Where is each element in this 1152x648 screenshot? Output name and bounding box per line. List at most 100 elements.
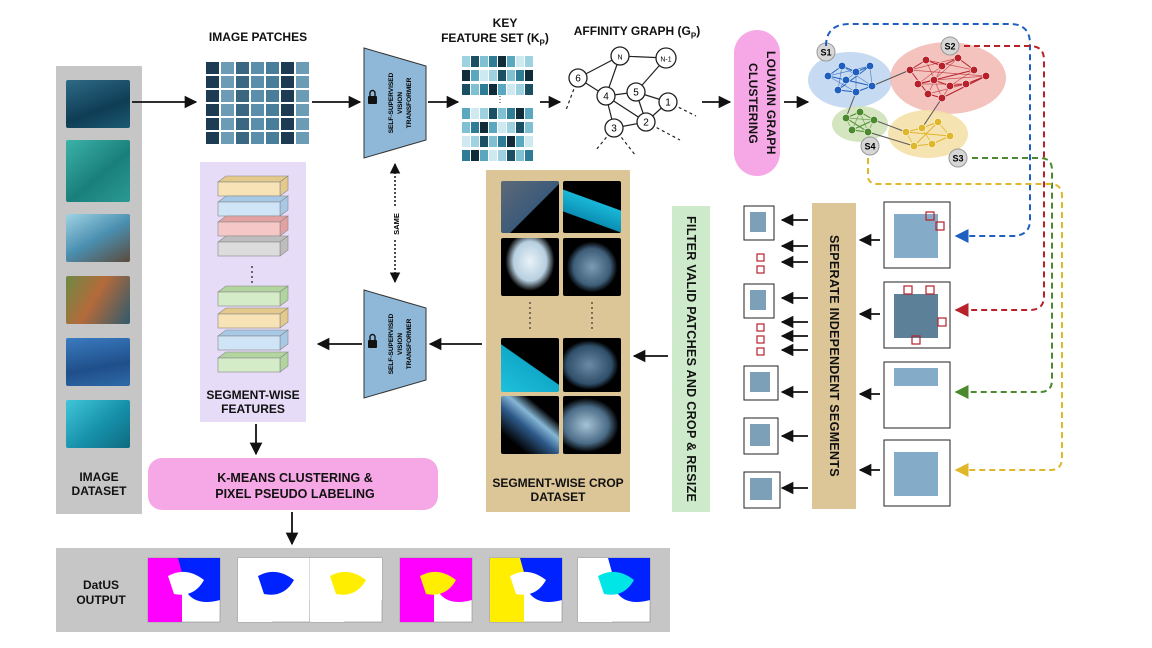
filter-label: FILTER VALID PATCHES AND CROP & RESIZE [684,215,698,503]
segment-edge [917,65,943,85]
image-patch [251,62,264,74]
segment-badge [948,148,968,168]
crop-tile-1 [501,181,559,233]
segment-graph [808,42,1006,158]
segment-edge [905,131,951,137]
graph-node-label: 6 [575,74,581,85]
graph-node-label: 3 [611,124,617,135]
feature-cell [462,70,470,81]
feature-cell [471,108,479,119]
segment-node [847,125,857,135]
bridge-edge [921,97,943,129]
image-patch [251,90,264,102]
image-patch [296,132,309,144]
crop-tile-7 [501,396,559,454]
feature-cell [525,122,533,133]
segment-edge [827,75,857,93]
bridge-edge [867,131,915,147]
segment-node [981,71,991,81]
feature-cell [498,150,506,161]
image-patches-grid [206,62,309,144]
feature-cell [516,122,524,133]
same-connector: SAME [388,162,402,284]
separate-panel [812,203,856,509]
filter-panel [672,206,710,512]
image-patch [251,104,264,116]
slab-top [217,285,289,293]
segment-box-content [894,294,938,338]
mask-region [598,571,634,595]
image-patch [236,90,249,102]
dataset-image-3 [66,214,130,262]
graph-node-label: N-1 [660,57,671,64]
feature-cell [525,136,533,147]
segment-edge [845,79,873,87]
feature-cell [507,70,515,81]
feature-cell [516,136,524,147]
tiny-red-box [756,323,765,332]
feature-cell [516,56,524,67]
red-patch-marker [911,335,921,345]
segment-node [901,127,911,137]
image-patch [281,118,294,130]
red-patch-marker [937,317,947,327]
segment-node [945,81,955,91]
segment-node [837,61,847,71]
image-patch [281,76,294,88]
segment-node [867,81,877,91]
segment-node [841,75,851,85]
segment-node [855,107,865,117]
graph-node-label: 1 [665,98,671,109]
image-patch [221,132,234,144]
feature-cell [462,122,470,133]
feature-cell [498,136,506,147]
segment-node [909,141,919,151]
feature-cell [480,136,488,147]
feature-cell [489,108,497,119]
image-patches-label: IMAGE PATCHES [208,30,308,44]
segment-node [969,65,979,75]
feature-cell [498,122,506,133]
image-patch [236,76,249,88]
crop-tile-2 [563,181,621,233]
graph-node-label: N [617,55,622,62]
datus-output-label: DatUS OUTPUT [76,578,126,607]
feature-cell [471,122,479,133]
slab-front [217,291,281,307]
image-patch [221,62,234,74]
tiny-red-box [756,347,765,356]
dataset-image-4 [66,276,130,324]
small-segment-content [750,212,766,232]
segment-node [863,127,873,137]
segment-edge [909,69,987,77]
dataset-image-6 [66,400,130,448]
image-patch [251,76,264,88]
feature-cell [507,150,515,161]
segment-badge-label: S3 [952,154,963,164]
graph-node [658,92,678,112]
svg-text:TRANSFORMER: TRANSFORMER [406,77,413,128]
feature-cell [480,84,488,95]
segment-node [869,115,879,125]
segment-edge [933,57,959,81]
mask-region [258,571,294,595]
image-patch [206,90,219,102]
image-patch [206,76,219,88]
feature-cell [516,150,524,161]
graph-node [655,47,677,69]
feature-cell [489,122,497,133]
image-patch [206,132,219,144]
segment-node [865,61,875,71]
image-patch [251,118,264,130]
red-patch-marker [935,221,945,231]
graph-node [636,112,656,132]
red-patch-marker [925,211,935,221]
affinity-graph-label: AFFINITY GRAPH (GP) [562,24,712,43]
slab-top [217,195,289,203]
segment-node [929,75,939,85]
svg-text:SELF-SUPERVISED: SELF-SUPERVISED [388,72,395,133]
slab-front [217,181,281,197]
feature-cell [507,56,515,67]
